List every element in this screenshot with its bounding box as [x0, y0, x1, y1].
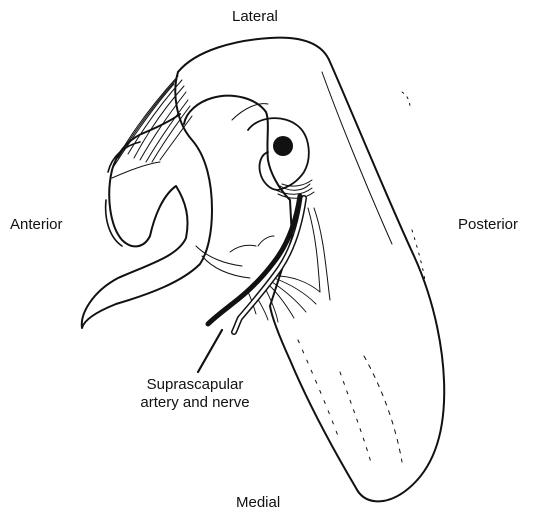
label-medial: Medial — [236, 494, 280, 512]
callout-leader-line — [198, 330, 222, 372]
label-lateral: Lateral — [232, 8, 278, 26]
label-anterior: Anterior — [10, 216, 63, 234]
label-posterior: Posterior — [458, 216, 518, 234]
callout-line-1: Suprascapular — [120, 376, 270, 394]
suprascapular-callout-label: Suprascapular artery and nerve — [120, 376, 270, 412]
scapula-anterior-process-outline — [82, 72, 212, 328]
process-cap-outline — [106, 142, 140, 246]
notch-foramen — [273, 136, 293, 156]
scapula-body-outline — [178, 38, 444, 502]
ligament-fibers — [112, 76, 192, 178]
callout-line-2: artery and nerve — [120, 394, 270, 412]
